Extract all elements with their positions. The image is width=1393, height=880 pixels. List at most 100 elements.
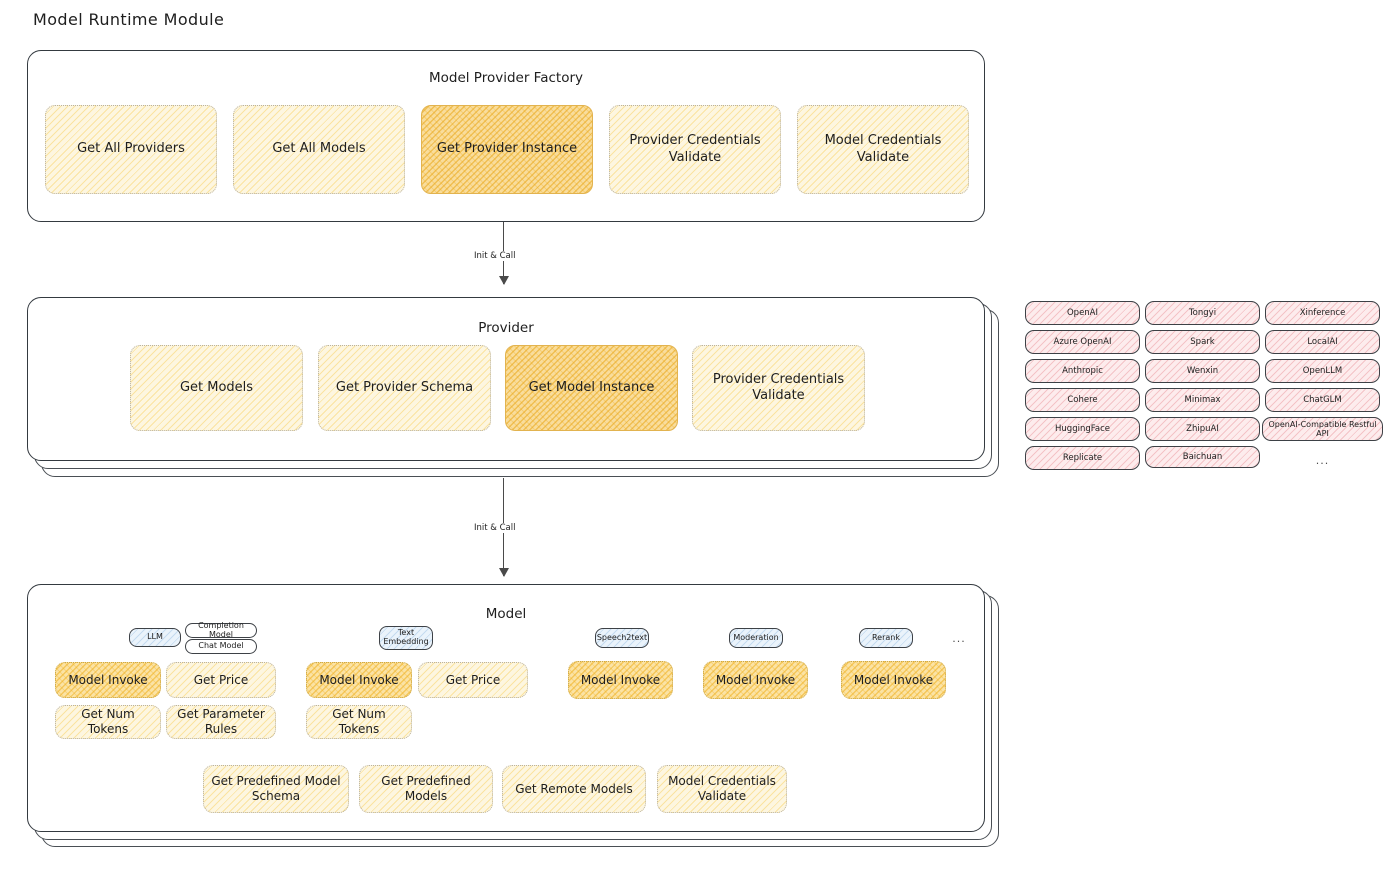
provider-chip-chatglm[interactable]: ChatGLM <box>1265 388 1380 412</box>
model-common-method-get-predefined-models[interactable]: Get Predefined Models <box>359 765 493 813</box>
provider-node-get-models[interactable]: Get Models <box>130 345 303 431</box>
factory-node-get-provider-instance[interactable]: Get Provider Instance <box>421 105 593 194</box>
node-label: Model Invoke <box>68 672 148 687</box>
text-embedding-method-model-invoke[interactable]: Model Invoke <box>306 662 412 698</box>
provider-chip-localai[interactable]: LocalAI <box>1265 330 1380 354</box>
provider-chip-zhipuai[interactable]: ZhipuAI <box>1145 417 1260 441</box>
node-label: Model Invoke <box>715 672 796 687</box>
model-subtype-pill-completion-model[interactable]: Completion Model <box>185 620 257 639</box>
factory-node-get-all-providers[interactable]: Get All Providers <box>45 105 217 194</box>
provider-chip-cohere[interactable]: Cohere <box>1025 388 1140 412</box>
node-label: Model Credentials Validate <box>824 133 942 165</box>
model-common-method-get-remote-models[interactable]: Get Remote Models <box>502 765 646 813</box>
factory-node-model-credentials-validate[interactable]: Model Credentials Validate <box>797 105 969 194</box>
chip-label: Cohere <box>1067 395 1098 405</box>
node-label: Provider Credentials Validate <box>712 371 845 403</box>
model-type-pill-text-embedding[interactable]: Text Embedding <box>379 626 433 650</box>
chip-label: Tongyi <box>1188 308 1217 318</box>
provider-chip-replicate[interactable]: Replicate <box>1025 446 1140 470</box>
rerank-method-model-invoke[interactable]: Model Invoke <box>841 661 946 699</box>
chip-label: Baichuan <box>1182 452 1223 462</box>
llm-method-get-parameter-rules[interactable]: Get Parameter Rules <box>166 705 276 739</box>
provider-chip-xinference[interactable]: Xinference <box>1265 301 1380 325</box>
node-label: Get Num Tokens <box>332 707 386 736</box>
model-common-method-model-credentials-validate[interactable]: Model Credentials Validate <box>657 765 787 813</box>
provider-chip-openai-compatible-restful-api[interactable]: OpenAI-Compatible Restful API <box>1262 417 1383 441</box>
node-label: Get Models <box>179 379 254 395</box>
pill-label: Text Embedding <box>383 628 429 646</box>
provider-chip-openllm[interactable]: OpenLLM <box>1265 359 1380 383</box>
pill-label: Completion Model <box>198 620 244 639</box>
provider-chip-tongyi[interactable]: Tongyi <box>1145 301 1260 325</box>
provider-chip-baichuan[interactable]: Baichuan <box>1145 446 1260 468</box>
chip-label: HuggingFace <box>1055 424 1110 434</box>
provider-chip-huggingface[interactable]: HuggingFace <box>1025 417 1140 441</box>
chip-label: Minimax <box>1184 395 1221 405</box>
chip-label: OpenLLM <box>1302 366 1343 376</box>
text-embedding-method-get-num-tokens[interactable]: Get Num Tokens <box>306 705 412 739</box>
node-label: Get All Providers <box>77 141 185 157</box>
chip-label: ZhipuAI <box>1186 424 1219 434</box>
node-label: Get Predefined Models <box>381 774 471 803</box>
model-type-pill-speech2text[interactable]: Speech2text <box>595 628 649 648</box>
arrow-factory-to-provider-head <box>499 276 509 285</box>
model-subtype-pill-chat-model[interactable]: Chat Model <box>185 639 257 654</box>
chip-label: LocalAI <box>1307 337 1338 347</box>
provider-list-more-ellipsis: ... <box>1315 453 1330 467</box>
arrow-label-init-and-call-2: Init & Call <box>470 523 520 533</box>
arrow-provider-to-model-head <box>499 568 509 577</box>
provider-chip-openai[interactable]: OpenAI <box>1025 301 1140 325</box>
chip-label: Xinference <box>1299 308 1346 318</box>
llm-method-get-price[interactable]: Get Price <box>166 662 276 698</box>
provider-chip-wenxin[interactable]: Wenxin <box>1145 359 1260 383</box>
arrow-label-init-and-call-1: Init & Call <box>470 251 520 261</box>
pill-label: Moderation <box>733 632 779 642</box>
provider-node-get-provider-schema[interactable]: Get Provider Schema <box>318 345 491 431</box>
speech2text-method-model-invoke[interactable]: Model Invoke <box>568 661 673 699</box>
model-common-method-get-predefined-model-schema[interactable]: Get Predefined Model Schema <box>203 765 349 813</box>
provider-chip-spark[interactable]: Spark <box>1145 330 1260 354</box>
provider-chip-anthropic[interactable]: Anthropic <box>1025 359 1140 383</box>
chip-label: OpenAI-Compatible Restful API <box>1268 420 1377 438</box>
pill-label: Rerank <box>871 632 900 642</box>
provider-title: Provider <box>478 320 534 336</box>
node-label: Model Credentials Validate <box>668 774 776 803</box>
moderation-method-model-invoke[interactable]: Model Invoke <box>703 661 808 699</box>
pill-label: LLM <box>147 632 163 642</box>
chip-label: Wenxin <box>1186 366 1219 376</box>
chip-label: Azure OpenAI <box>1053 337 1112 347</box>
llm-method-model-invoke[interactable]: Model Invoke <box>55 662 161 698</box>
pill-label: Speech2text <box>596 632 648 642</box>
provider-node-get-model-instance[interactable]: Get Model Instance <box>505 345 678 431</box>
chip-label: OpenAI <box>1066 308 1099 318</box>
node-label: Get Parameter Rules <box>177 707 265 736</box>
node-label: Get Provider Instance <box>436 141 578 157</box>
model-title: Model <box>485 606 527 622</box>
model-type-pill-llm[interactable]: LLM <box>129 628 181 647</box>
model-type-pill-moderation[interactable]: Moderation <box>729 628 783 648</box>
node-label: Model Invoke <box>853 672 934 687</box>
llm-method-get-num-tokens[interactable]: Get Num Tokens <box>55 705 161 739</box>
node-label: Get Predefined Model Schema <box>211 774 341 803</box>
page-title: Model Runtime Module <box>33 10 225 29</box>
chip-label: Anthropic <box>1062 366 1103 376</box>
model-types-more-ellipsis: ... <box>952 631 966 645</box>
node-label: Get Remote Models <box>515 781 633 796</box>
chip-label: Spark <box>1190 337 1215 347</box>
node-label: Get Num Tokens <box>81 707 135 736</box>
chip-label: ChatGLM <box>1303 395 1342 405</box>
node-label: Get Price <box>193 672 249 687</box>
provider-node-provider-credentials-validate[interactable]: Provider Credentials Validate <box>692 345 865 431</box>
node-label: Provider Credentials Validate <box>629 133 761 165</box>
node-label: Get Price <box>445 672 501 687</box>
factory-node-get-all-models[interactable]: Get All Models <box>233 105 405 194</box>
node-label: Get All Models <box>272 141 366 157</box>
node-label: Get Provider Schema <box>335 379 474 395</box>
provider-chip-minimax[interactable]: Minimax <box>1145 388 1260 412</box>
node-label: Model Invoke <box>319 672 399 687</box>
text-embedding-method-get-price[interactable]: Get Price <box>418 662 528 698</box>
factory-node-provider-credentials-validate[interactable]: Provider Credentials Validate <box>609 105 781 194</box>
provider-chip-azure-openai[interactable]: Azure OpenAI <box>1025 330 1140 354</box>
model-type-pill-rerank[interactable]: Rerank <box>859 628 913 648</box>
